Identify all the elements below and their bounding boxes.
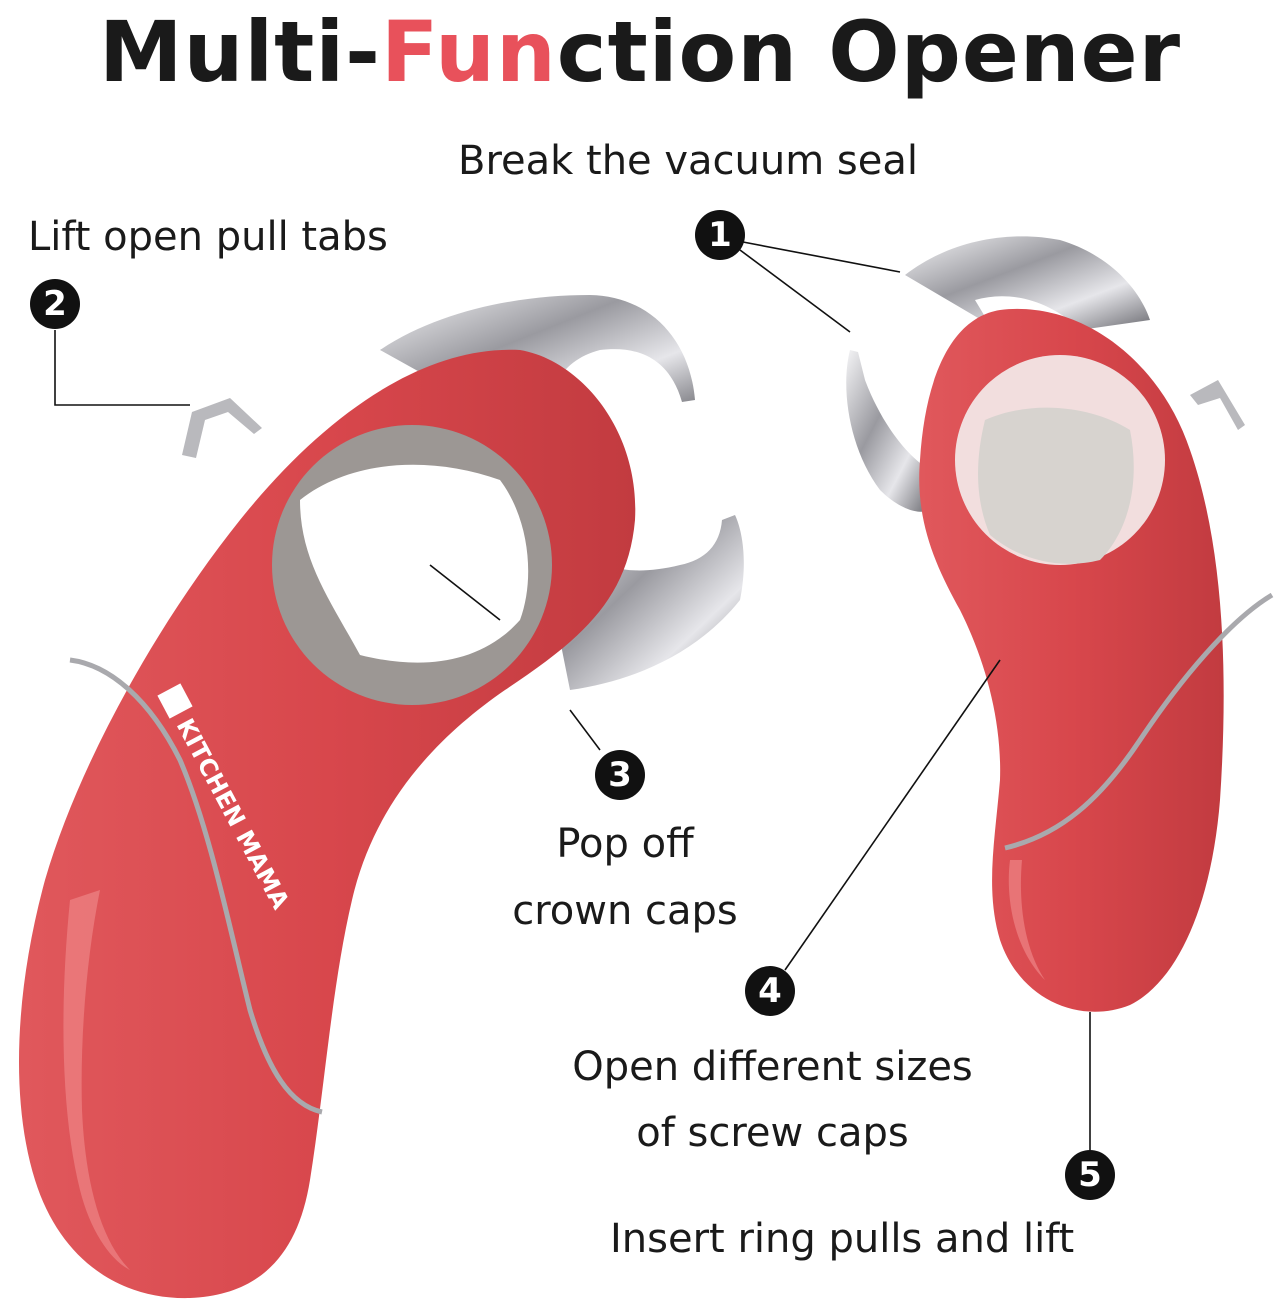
- left-body-highlight: [63, 890, 130, 1270]
- left-bottle-hole: [300, 464, 529, 663]
- leader-line-1a: [742, 241, 901, 273]
- badge-3: 3: [595, 750, 645, 800]
- right-pull-tab-hook: [1190, 380, 1245, 430]
- leader-line-4: [784, 659, 1001, 971]
- logo-mark-icon: [157, 683, 193, 719]
- leader-line-3b: [429, 564, 501, 621]
- page-title: Multi-Function Opener: [0, 2, 1280, 102]
- right-body-highlight: [1008, 860, 1045, 980]
- right-top-jaw: [905, 236, 1150, 330]
- title-part-2: ction Opener: [556, 3, 1181, 101]
- feature-4-label-line1: Open different sizes: [572, 1044, 973, 1090]
- feature-4-label-line2: of screw caps: [636, 1110, 909, 1156]
- badge-1: 1: [695, 210, 745, 260]
- badge-4: 4: [745, 966, 795, 1016]
- left-opener: KITCHEN MAMA: [18, 295, 744, 1299]
- right-bottle-hole: [978, 407, 1134, 564]
- badge-5: 5: [1065, 1150, 1115, 1200]
- title-accent: Fun: [380, 3, 557, 101]
- leader-lines: [54, 241, 1091, 1150]
- feature-3-label-line2: crown caps: [512, 888, 738, 934]
- title-part-1: Multi-: [98, 3, 381, 101]
- leader-line-3a: [569, 709, 601, 751]
- right-side-jaw: [846, 350, 930, 512]
- feature-5-label: Insert ring pulls and lift: [610, 1216, 1075, 1262]
- feature-1-label: Break the vacuum seal: [458, 138, 918, 184]
- left-wire: [69, 657, 323, 1115]
- leader-line-2: [54, 330, 190, 406]
- feature-2-label: Lift open pull tabs: [28, 214, 388, 260]
- right-opener: [846, 236, 1274, 1012]
- feature-3-label-line1: Pop off: [556, 821, 694, 867]
- badge-2: 2: [30, 279, 80, 329]
- leader-line-1b: [739, 249, 851, 333]
- left-pull-tab-hook: [182, 398, 262, 458]
- left-bottom-jaw: [560, 515, 744, 690]
- right-wire: [1004, 592, 1274, 851]
